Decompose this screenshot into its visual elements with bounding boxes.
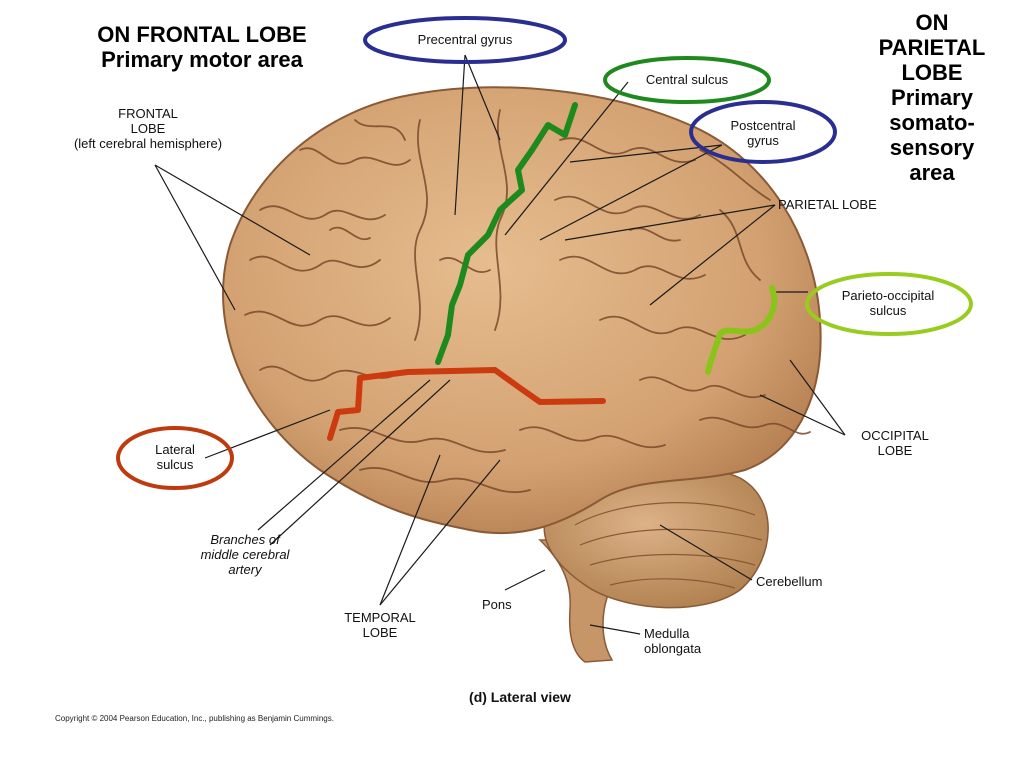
leader-lines bbox=[154, 54, 846, 635]
label-medulla-line: oblongata bbox=[644, 641, 702, 656]
central-sulcus-ellipse bbox=[603, 56, 771, 104]
frontal-heading-line1: ON FRONTAL LOBE bbox=[97, 22, 307, 47]
parietal-heading: ON PARIETAL LOBE Primary somato- sensory… bbox=[852, 10, 1012, 185]
central-sulcus-trace bbox=[435, 102, 578, 365]
label-frontal-lobe: FRONTAL LOBE (left cerebral hemisphere) bbox=[48, 106, 248, 151]
postcentral-gyrus-ellipse bbox=[689, 100, 837, 164]
parietal-heading-line: Primary bbox=[891, 85, 973, 110]
label-frontal-lobe-line: (left cerebral hemisphere) bbox=[73, 136, 223, 151]
lateral-sulcus-trace bbox=[327, 367, 606, 441]
label-frontal-lobe-line: FRONTAL bbox=[118, 106, 178, 121]
parietal-heading-line: LOBE bbox=[901, 60, 963, 85]
label-lateral-sulcus: Lateral sulcus bbox=[135, 442, 215, 472]
parietal-heading-line: area bbox=[909, 160, 955, 185]
label-parieto-occipital-line: Parieto-occipital bbox=[841, 288, 935, 303]
label-temporal-line: TEMPORAL bbox=[344, 610, 416, 625]
label-branches-line: artery bbox=[228, 562, 262, 577]
label-pons: Pons bbox=[482, 597, 512, 612]
label-central-sulcus: Central sulcus bbox=[645, 72, 729, 87]
label-parieto-occipital-sulcus: Parieto-occipital sulcus bbox=[820, 288, 956, 318]
label-cerebellum: Cerebellum bbox=[756, 574, 823, 589]
frontal-heading: ON FRONTAL LOBE Primary motor area bbox=[62, 22, 342, 72]
copyright-notice: Copyright © 2004 Pearson Education, Inc.… bbox=[55, 714, 334, 723]
lateral-sulcus-ellipse bbox=[116, 426, 234, 490]
label-lateral-line: sulcus bbox=[156, 457, 194, 472]
label-parieto-occipital-line: sulcus bbox=[869, 303, 907, 318]
label-branches-mca: Branches of middle cerebral artery bbox=[170, 532, 320, 577]
label-frontal-lobe-line: LOBE bbox=[130, 121, 166, 136]
parieto-occipital-sulcus-trace bbox=[705, 285, 778, 375]
cerebrum-shape bbox=[222, 86, 822, 535]
frontal-heading-line2: Primary motor area bbox=[101, 47, 303, 72]
label-parietal-lobe: PARIETAL LOBE bbox=[778, 197, 877, 212]
label-postcentral-gyrus: Postcentral gyrus bbox=[705, 118, 821, 148]
parietal-heading-line: sensory bbox=[889, 135, 975, 160]
label-branches-line: middle cerebral bbox=[200, 547, 290, 562]
label-temporal-line: LOBE bbox=[362, 625, 398, 640]
label-postcentral-line: gyrus bbox=[747, 133, 779, 148]
parietal-heading-line: somato- bbox=[889, 110, 975, 135]
label-lateral-line: Lateral bbox=[155, 442, 195, 457]
parietal-heading-line: PARIETAL bbox=[878, 35, 986, 60]
parietal-heading-line: ON bbox=[915, 10, 949, 35]
label-medulla-line: Medulla bbox=[644, 626, 690, 641]
precentral-gyrus-ellipse bbox=[363, 16, 567, 64]
parieto-occipital-ellipse bbox=[805, 272, 973, 336]
label-precentral-gyrus: Precentral gyrus bbox=[417, 32, 513, 47]
label-temporal-lobe: TEMPORAL LOBE bbox=[320, 610, 440, 640]
label-occipital-line: LOBE bbox=[877, 443, 913, 458]
gyri-texture bbox=[244, 109, 811, 494]
label-branches-line: Branches of bbox=[210, 532, 280, 547]
label-medulla-oblongata: Medulla oblongata bbox=[644, 626, 701, 656]
label-occipital-lobe: OCCIPITAL LOBE bbox=[840, 428, 950, 458]
label-occipital-line: OCCIPITAL bbox=[861, 428, 929, 443]
figure-caption: (d) Lateral view bbox=[469, 689, 571, 705]
label-postcentral-line: Postcentral bbox=[730, 118, 796, 133]
